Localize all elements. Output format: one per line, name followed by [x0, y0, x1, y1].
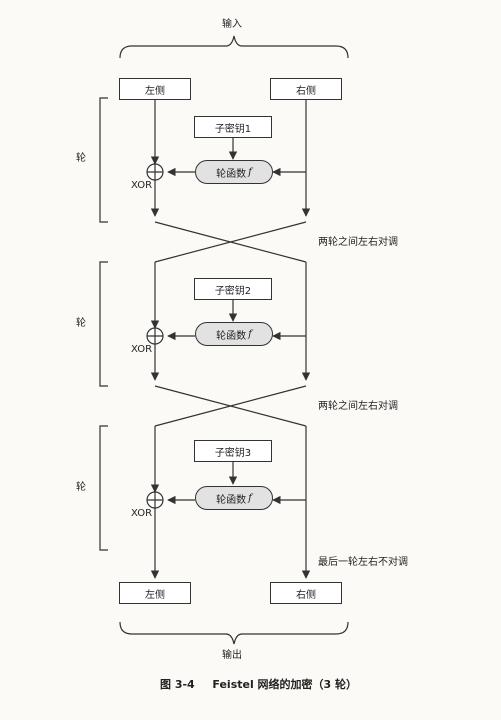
input-brace [119, 35, 349, 59]
right-input-box: 右侧 [270, 78, 342, 100]
output-label: 输出 [222, 650, 242, 661]
xor-symbol-2 [146, 327, 164, 345]
xor-label-2: XOR [131, 344, 153, 355]
figure-number: 图 3-4 [160, 678, 195, 691]
subkey-box-3: 子密钥3 [194, 440, 272, 462]
right-output-box: 右侧 [270, 582, 342, 604]
figure-title: Feistel 网络的加密（3 轮） [212, 678, 358, 691]
left-output-box: 左侧 [119, 582, 191, 604]
swap-label-2: 两轮之间左右对调 [318, 401, 398, 412]
round-bracket-2 [99, 261, 108, 387]
subkey-box-2: 子密钥2 [194, 278, 272, 300]
xor-label-3: XOR [131, 508, 153, 519]
round-label-1: 轮 [76, 153, 86, 164]
round-label-2: 轮 [76, 318, 86, 329]
input-label: 输入 [222, 19, 242, 30]
figure-caption: 图 3-4 Feistel 网络的加密（3 轮） [160, 676, 357, 692]
xor-symbol-3 [146, 491, 164, 509]
round-bracket-1 [99, 97, 108, 223]
xor-symbol-1 [146, 163, 164, 181]
subkey-box-1: 子密钥1 [194, 116, 272, 138]
swap-label-1: 两轮之间左右对调 [318, 237, 398, 248]
xor-label-1: XOR [131, 180, 153, 191]
round-label-3: 轮 [76, 482, 86, 493]
output-brace [119, 621, 349, 645]
no-swap-label: 最后一轮左右不对调 [318, 557, 408, 568]
round-bracket-3 [99, 425, 108, 551]
left-input-box: 左侧 [119, 78, 191, 100]
